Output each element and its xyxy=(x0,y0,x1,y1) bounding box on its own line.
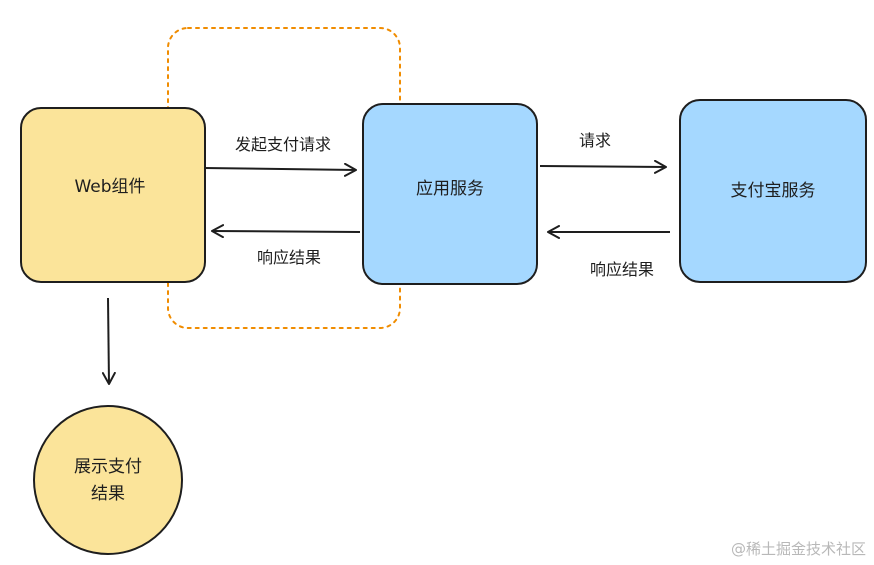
web-component-label: Web组件 xyxy=(74,177,145,197)
show-result-node xyxy=(33,405,183,555)
alipay-service-node xyxy=(679,99,867,283)
label-response-left: 响应结果 xyxy=(257,248,321,267)
watermark-text: @稀土掘金技术社区 xyxy=(731,540,866,558)
alipay-service-label: 支付宝服务 xyxy=(731,181,816,201)
arrow-down-to-result xyxy=(101,297,116,385)
app-service-label: 应用服务 xyxy=(416,179,484,199)
arrow-request xyxy=(539,159,667,174)
label-response-right: 响应结果 xyxy=(590,260,654,279)
label-request: 请求 xyxy=(579,131,611,150)
show-result-label-line1: 展示支付 xyxy=(74,457,142,477)
arrow-initiate-payment xyxy=(203,162,357,177)
arrow-response-left xyxy=(211,224,361,239)
label-initiate-payment: 发起支付请求 xyxy=(235,135,331,154)
web-component-node xyxy=(20,107,206,283)
show-result-label-line2: 结果 xyxy=(91,484,125,504)
app-service-node xyxy=(362,103,538,285)
